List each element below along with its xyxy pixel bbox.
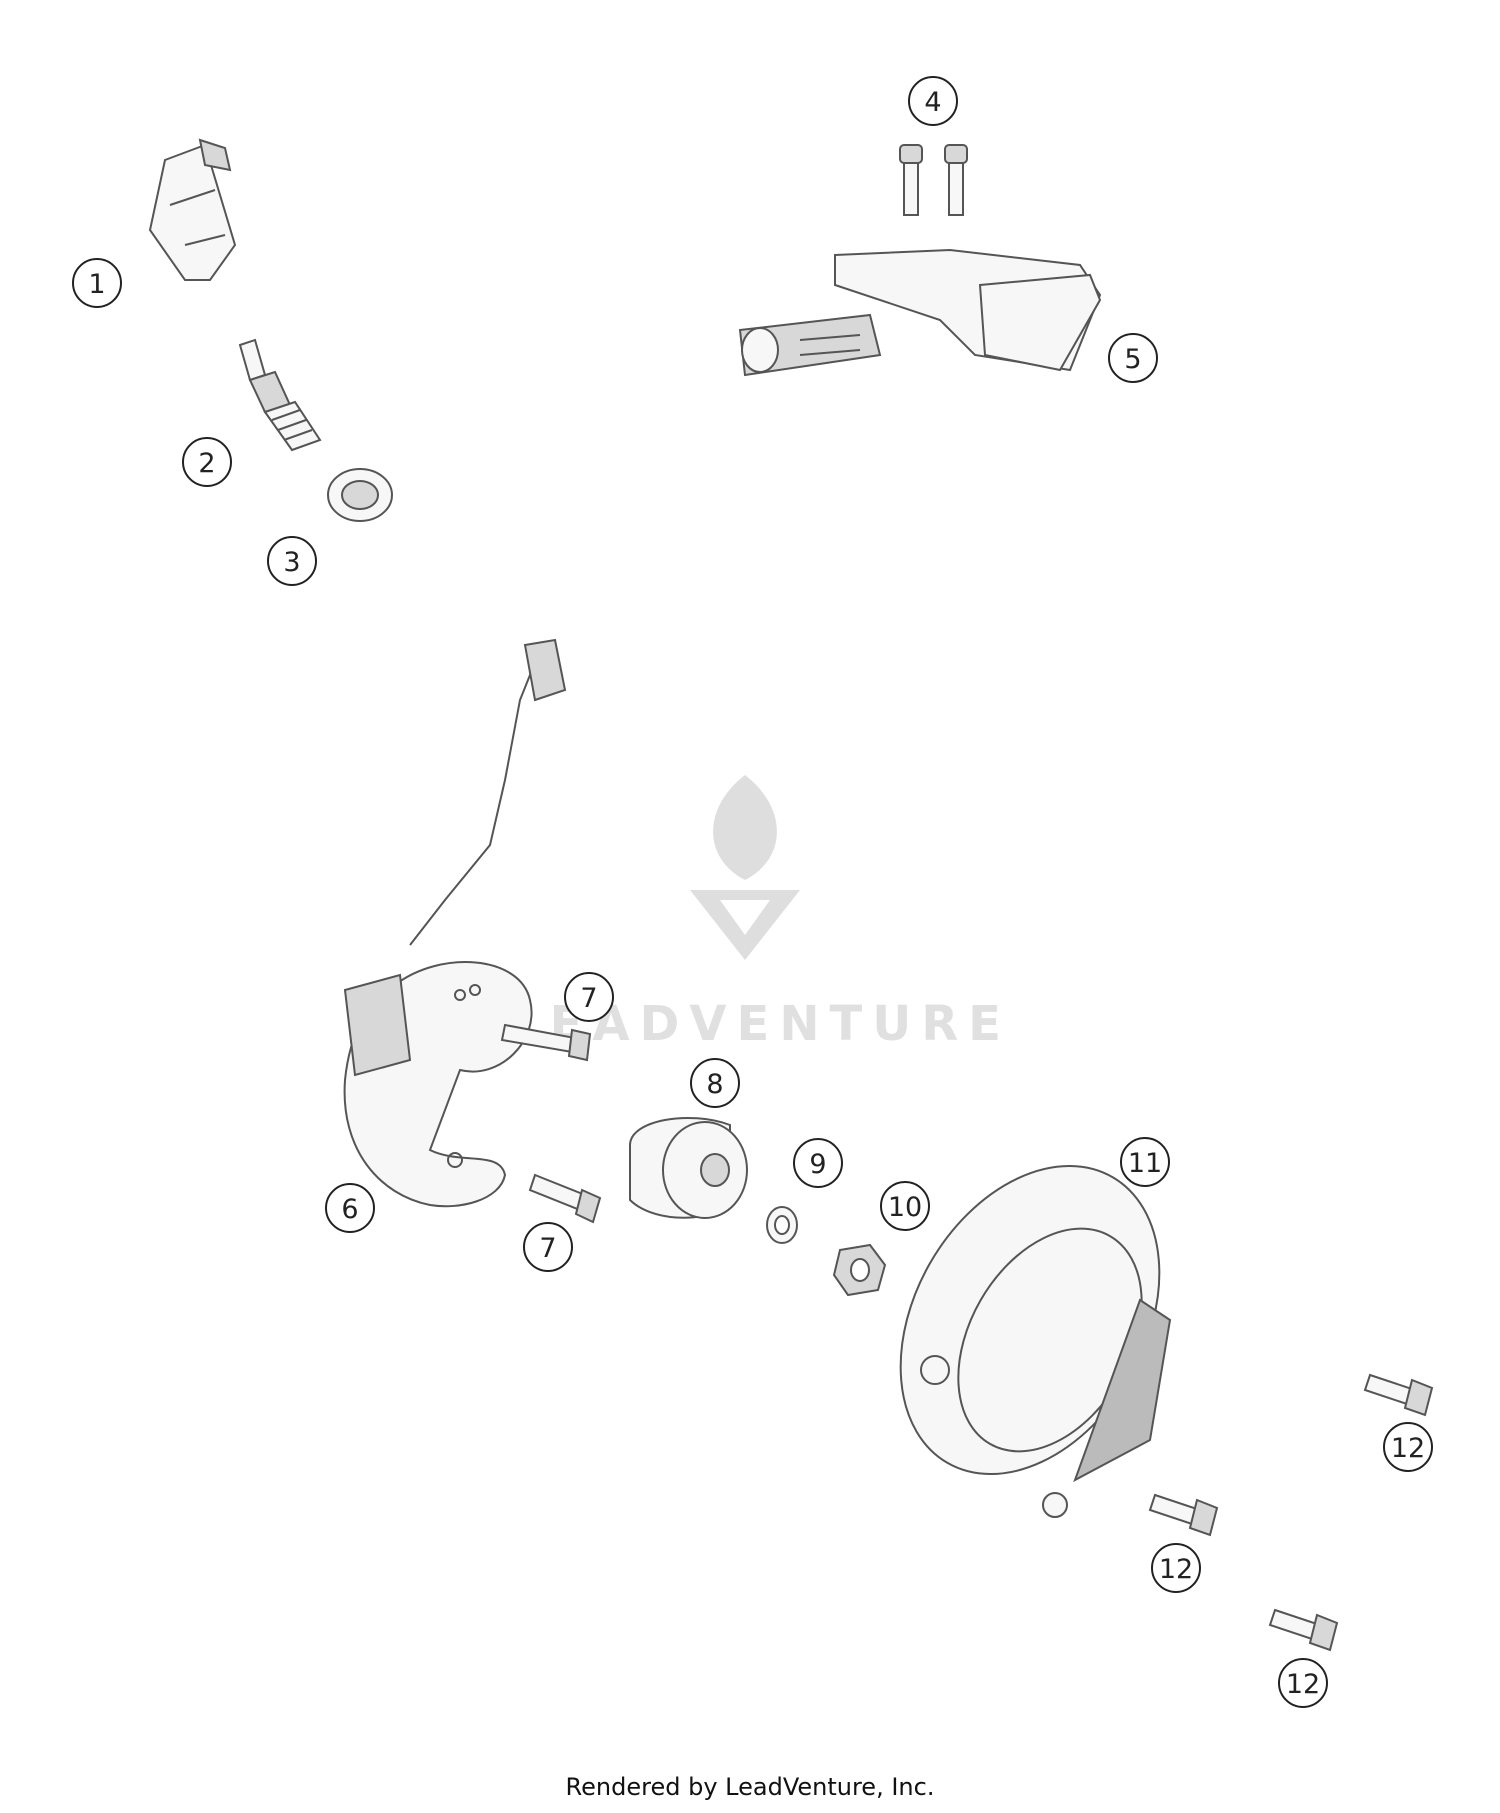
callout-8[interactable]: 8 — [690, 1058, 740, 1108]
callout-label: 12 — [1159, 1554, 1193, 1585]
flame-icon — [713, 775, 777, 880]
callout-label: 12 — [1391, 1433, 1425, 1464]
callout-label: 5 — [1124, 344, 1141, 375]
footer-credit: Rendered by LeadVenture, Inc. — [565, 1773, 935, 1801]
callout-label: 10 — [888, 1192, 922, 1223]
callout-5[interactable]: 5 — [1108, 333, 1158, 383]
callout-11[interactable]: 11 — [1120, 1137, 1170, 1187]
callout-label: 1 — [88, 269, 105, 300]
spark-plug-icon[interactable] — [238, 338, 322, 452]
ignition-coil-icon[interactable] — [738, 248, 1102, 377]
flange-bolt-1-icon[interactable] — [1363, 1373, 1434, 1417]
callout-label: 7 — [539, 1233, 556, 1264]
seal-ring-icon[interactable] — [327, 468, 393, 522]
callout-label: 7 — [580, 983, 597, 1014]
callout-12-middle[interactable]: 12 — [1151, 1543, 1201, 1593]
callout-7-upper[interactable]: 7 — [564, 972, 614, 1022]
callout-label: 11 — [1128, 1148, 1162, 1179]
callout-1[interactable]: 1 — [72, 258, 122, 308]
callout-3[interactable]: 3 — [267, 536, 317, 586]
stator-icon[interactable] — [343, 638, 567, 1208]
callout-2[interactable]: 2 — [182, 437, 232, 487]
ignition-cover-icon[interactable] — [848, 1120, 1212, 1521]
callout-6[interactable]: 6 — [325, 1183, 375, 1233]
ignition-cap-icon[interactable] — [148, 138, 237, 281]
callout-7-lower[interactable]: 7 — [523, 1222, 573, 1272]
rotor-icon[interactable] — [629, 1116, 748, 1219]
washer-icon[interactable] — [766, 1206, 798, 1244]
callout-10[interactable]: 10 — [880, 1181, 930, 1231]
callout-label: 12 — [1286, 1669, 1320, 1700]
flange-bolt-3-icon[interactable] — [1268, 1608, 1339, 1652]
callout-label: 4 — [924, 87, 941, 118]
v-logo-icon — [690, 890, 800, 960]
bolt-upper-icon[interactable] — [500, 1023, 592, 1062]
nut-icon[interactable] — [832, 1243, 887, 1297]
screw-icon[interactable] — [899, 144, 968, 216]
callout-9[interactable]: 9 — [793, 1138, 843, 1188]
callout-label: 2 — [198, 448, 215, 479]
callout-label: 3 — [283, 547, 300, 578]
callout-4[interactable]: 4 — [908, 76, 958, 126]
callout-label: 6 — [341, 1194, 358, 1225]
callout-12-bottom[interactable]: 12 — [1278, 1658, 1328, 1708]
flange-bolt-2-icon[interactable] — [1148, 1493, 1219, 1537]
callout-label: 9 — [809, 1149, 826, 1180]
bolt-lower-icon[interactable] — [528, 1173, 602, 1224]
callout-label: 8 — [706, 1069, 723, 1100]
callouts: 1 2 3 4 5 6 7 7 8 9 10 11 12 12 12 — [72, 76, 1433, 1708]
callout-12-right[interactable]: 12 — [1383, 1422, 1433, 1472]
